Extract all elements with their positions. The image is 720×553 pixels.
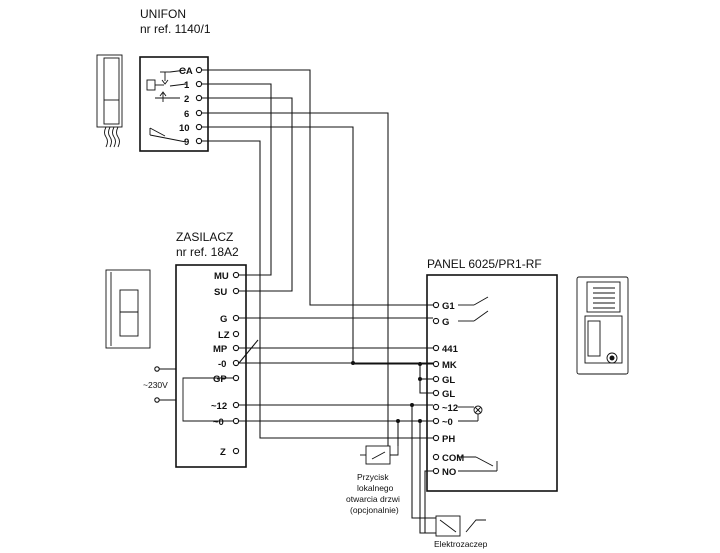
panel-box (426, 274, 558, 492)
zasilacz-terminal-mu-screw (232, 271, 240, 279)
zasilacz-terminal-g: G (220, 314, 227, 325)
zasilacz-terminal-mu: MU (214, 271, 229, 282)
speaker-icon (146, 79, 156, 91)
panel-terminal-ph-screw (432, 434, 440, 442)
unifon-title: UNIFON (140, 7, 186, 21)
panel-terminal-gl1-screw (432, 375, 440, 383)
zasilacz-terminal-su-screw (232, 287, 240, 295)
zasilacz-internal-link (182, 377, 233, 422)
panel-lock-relay-icon (475, 456, 494, 467)
door-button-icon (365, 445, 391, 465)
panel-terminal-ph: PH (442, 434, 455, 445)
unifon-terminal-6: 6 (184, 109, 189, 120)
panel-terminal-com: COM (442, 453, 464, 464)
panel-terminal-ac12: ~12 (442, 403, 458, 414)
wire-lock-2 (419, 421, 436, 534)
panel-title: PANEL 6025/PR1-RF (427, 257, 542, 271)
zasilacz-terminal-gp: GP (213, 374, 227, 385)
panel-terminal-441-screw (432, 344, 440, 352)
zasilacz-terminal-su: SU (214, 287, 227, 298)
panel-relay-contact-icon (473, 296, 489, 306)
panel-terminal-ac0: ~0 (442, 417, 453, 428)
wire-gl-jumper (419, 364, 433, 394)
zasilacz-terminal-ac12-screw (232, 401, 240, 409)
unifon-terminals: CA 1 2 6 10 9 (179, 66, 203, 148)
unifon-terminal-2: 2 (184, 94, 189, 105)
wiring (202, 69, 486, 537)
panel-terminal-ac12-screw (432, 403, 440, 411)
panel-terminal-gl2: GL (442, 389, 455, 400)
panel-terminal-gl2-screw (432, 389, 440, 397)
zasilacz-terminal-ac0: ~0 (213, 417, 224, 428)
unifon-terminal-ca-screw (195, 66, 203, 74)
panel-terminals: G1 G 441 MK GL GL ~12 ~0 PH COM NO (432, 301, 464, 478)
button-label-line-4: (opcjonalnie) (350, 505, 399, 515)
zasilacz-terminal-ac12: ~12 (211, 401, 227, 412)
wire-9-ph (202, 140, 433, 439)
zasilacz-terminal-mp: MP (213, 344, 228, 355)
panel-terminal-441: 441 (442, 344, 459, 355)
panel-internal-schematic (458, 296, 498, 472)
unifon-terminal-9-screw (195, 137, 203, 145)
zasilacz-terminal-gp-screw (232, 374, 240, 382)
electric-strike-icon (435, 515, 461, 537)
zasilacz-terminal-lz: LZ (218, 330, 230, 341)
button-label-line-1: Przycisk (357, 472, 389, 482)
wire-lock-1 (411, 405, 436, 519)
unifon-internal-schematic (146, 69, 187, 143)
wire-2-su (202, 97, 293, 292)
unifon-box (139, 56, 209, 152)
panel-terminal-no-screw (432, 467, 440, 475)
unifon-terminal-2-screw (195, 94, 203, 102)
unifon-terminal-1-screw (195, 80, 203, 88)
panel-terminal-com-screw (432, 453, 440, 461)
zasilacz-terminal-z-screw (232, 447, 240, 455)
power-supply-icon (105, 269, 151, 349)
unifon-terminal-1: 1 (184, 80, 190, 91)
panel-terminal-g1-screw (432, 301, 440, 309)
panel-terminal-gl1: GL (442, 375, 455, 386)
zasilacz-terminals: MU SU G LZ MP -0 GP ~12 ~0 Z (211, 271, 240, 458)
unifon-terminal-10: 10 (179, 123, 190, 134)
button-label-line-3: otwarcia drzwi (346, 494, 400, 504)
unifon-terminal-9: 9 (184, 137, 189, 148)
door-panel-device-icon (576, 276, 629, 375)
zasilacz-terminal-ac0-screw (232, 417, 240, 425)
button-label: Przycisk lokalnego otwarcia drzwi (opcjo… (346, 472, 400, 515)
panel-terminal-g1: G1 (442, 301, 455, 312)
panel-terminal-no: NO (442, 467, 456, 478)
zasilacz-terminal-mp-screw (232, 344, 240, 352)
unifon-terminal-10-screw (195, 123, 203, 131)
wire-ca-g1 (202, 69, 433, 306)
panel-terminal-g-screw (432, 317, 440, 325)
panel-terminal-g: G (442, 317, 449, 328)
zasilacz-ref: nr ref. 18A2 (176, 245, 239, 259)
zasilacz-terminal-lz-screw (232, 330, 240, 338)
unifon-terminal-ca: CA (179, 66, 193, 77)
zasilacz-terminal-minus0-screw (232, 359, 240, 367)
panel-terminal-mk: MK (442, 360, 457, 371)
zasilacz-terminal-z: Z (220, 447, 226, 458)
panel-terminal-ac0-screw (432, 417, 440, 425)
unifon-terminal-6-screw (195, 109, 203, 117)
mains-input: ~230V (143, 366, 176, 403)
lock-label: Elektrozaczep (434, 539, 488, 549)
wire-6-button (202, 112, 389, 446)
zasilacz-box (175, 264, 247, 468)
mains-label: ~230V (143, 380, 168, 390)
zasilacz-terminal-g-screw (232, 314, 240, 322)
handset-icon (96, 54, 123, 148)
button-label-line-2: lokalnego (357, 483, 394, 493)
unifon-ref: nr ref. 1140/1 (140, 22, 211, 36)
wire-1-mu (202, 83, 272, 276)
zasilacz-terminal-minus0: -0 (218, 359, 226, 370)
wire-10-mk (202, 126, 433, 365)
zasilacz-title: ZASILACZ (176, 230, 233, 244)
panel-terminal-mk-screw (432, 360, 440, 368)
